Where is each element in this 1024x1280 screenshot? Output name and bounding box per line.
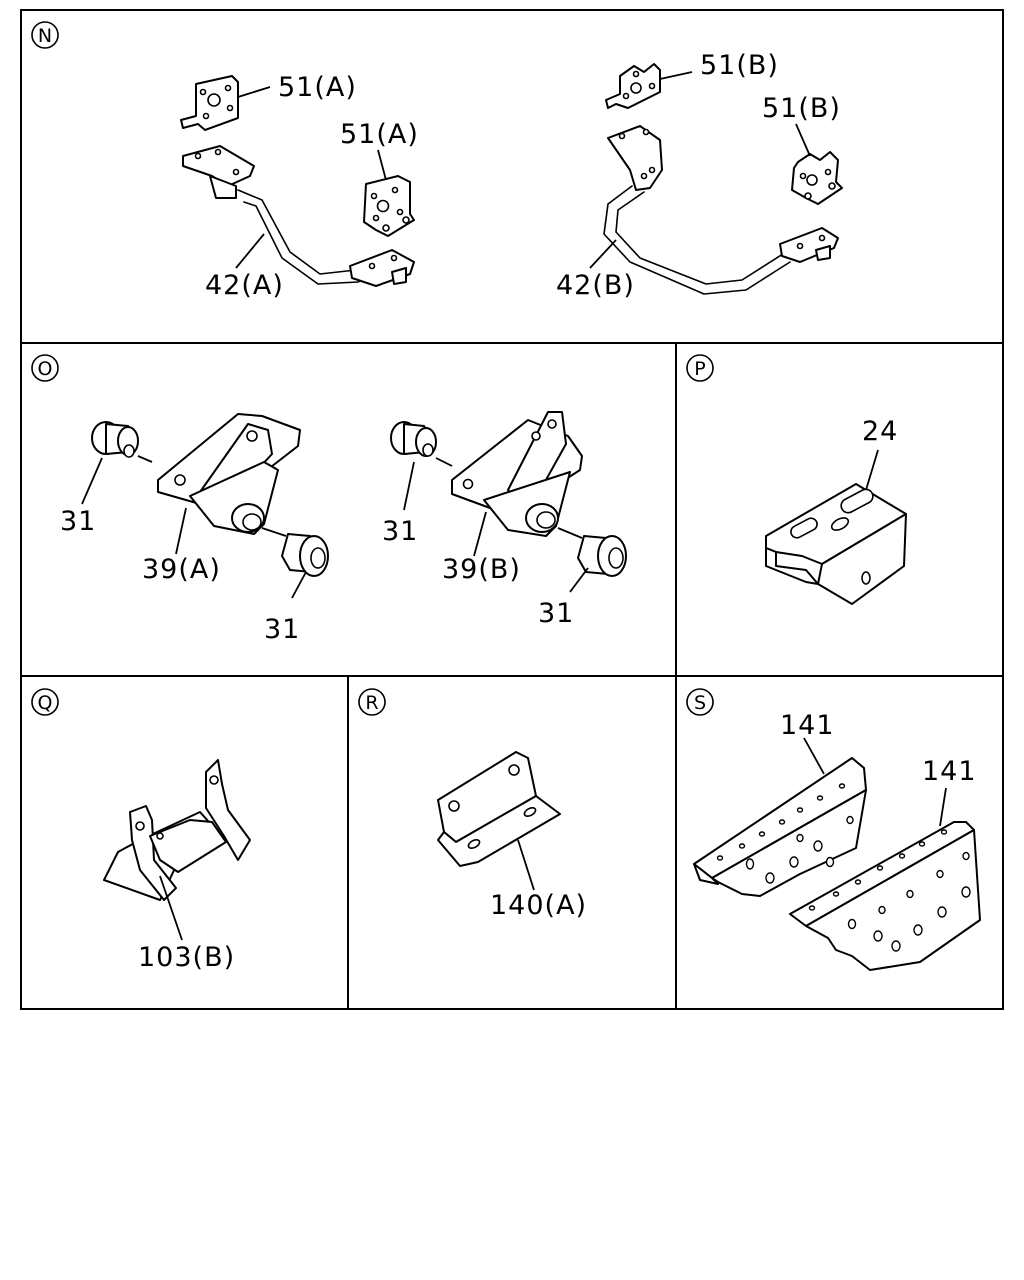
svg-text:Q: Q: [38, 692, 53, 714]
svg-text:O: O: [38, 358, 53, 380]
bushing-31-a-right: [261, 527, 329, 577]
label-42a: 42(A): [205, 270, 284, 301]
crossbar-42b: [603, 125, 839, 295]
svg-text:S: S: [694, 692, 706, 714]
label-140a: 140(A): [490, 890, 587, 921]
bracket-141-lower: [789, 821, 981, 971]
panel-marker-r: R: [358, 688, 386, 716]
bushing-31-b-left: [390, 421, 437, 457]
bracket-51b-lower: [791, 151, 843, 205]
bushing-31-a-left: [91, 421, 139, 458]
bracket-51b-upper: [605, 63, 661, 109]
panel-marker-o: O: [31, 354, 59, 382]
label-51a-lower: 51(A): [340, 119, 419, 150]
svg-text:R: R: [365, 692, 378, 714]
panel-marker-s: S: [686, 688, 714, 716]
panel-s: S 141: [686, 688, 981, 971]
label-51b-lower: 51(B): [762, 93, 841, 124]
label-141-lower: 141: [922, 756, 977, 787]
label-31-b-left: 31: [382, 516, 418, 547]
label-39b: 39(B): [442, 554, 521, 585]
panel-marker-n: N: [31, 21, 59, 49]
label-31-a-left: 31: [60, 506, 96, 537]
panel-o: O 31 39(A): [31, 354, 627, 645]
label-31-b-right: 31: [538, 598, 574, 629]
panel-q: Q 103(B): [31, 688, 251, 973]
bushing-31-b-right: [557, 527, 627, 577]
label-51a-upper: 51(A): [278, 72, 357, 103]
svg-text:N: N: [38, 25, 52, 47]
bracket-24: [765, 483, 907, 605]
label-51b-upper: 51(B): [700, 50, 779, 81]
panel-marker-q: Q: [31, 688, 59, 716]
panel-marker-p: P: [686, 354, 714, 382]
hanger-39a: [157, 413, 301, 535]
label-141-upper: 141: [780, 710, 835, 741]
label-31-a-right: 31: [264, 614, 300, 645]
bracket-141-upper: [693, 757, 867, 897]
bracket-51a-upper: [180, 75, 239, 131]
panel-p: P 24: [686, 354, 907, 605]
label-103b: 103(B): [138, 942, 235, 973]
bracket-103b: [103, 759, 251, 901]
bracket-140a: [437, 751, 561, 867]
panel-grid: [20, 9, 1004, 1010]
bracket-51a-lower: [363, 175, 415, 237]
hanger-39b: [451, 411, 583, 537]
panel-r: R 140(A): [358, 688, 587, 921]
label-42b: 42(B): [556, 270, 635, 301]
svg-text:P: P: [694, 358, 705, 380]
panel-n: N 51(A) 51(A): [31, 21, 843, 301]
crossbar-42a: [182, 145, 415, 287]
label-39a: 39(A): [142, 554, 221, 585]
label-24: 24: [862, 416, 898, 447]
